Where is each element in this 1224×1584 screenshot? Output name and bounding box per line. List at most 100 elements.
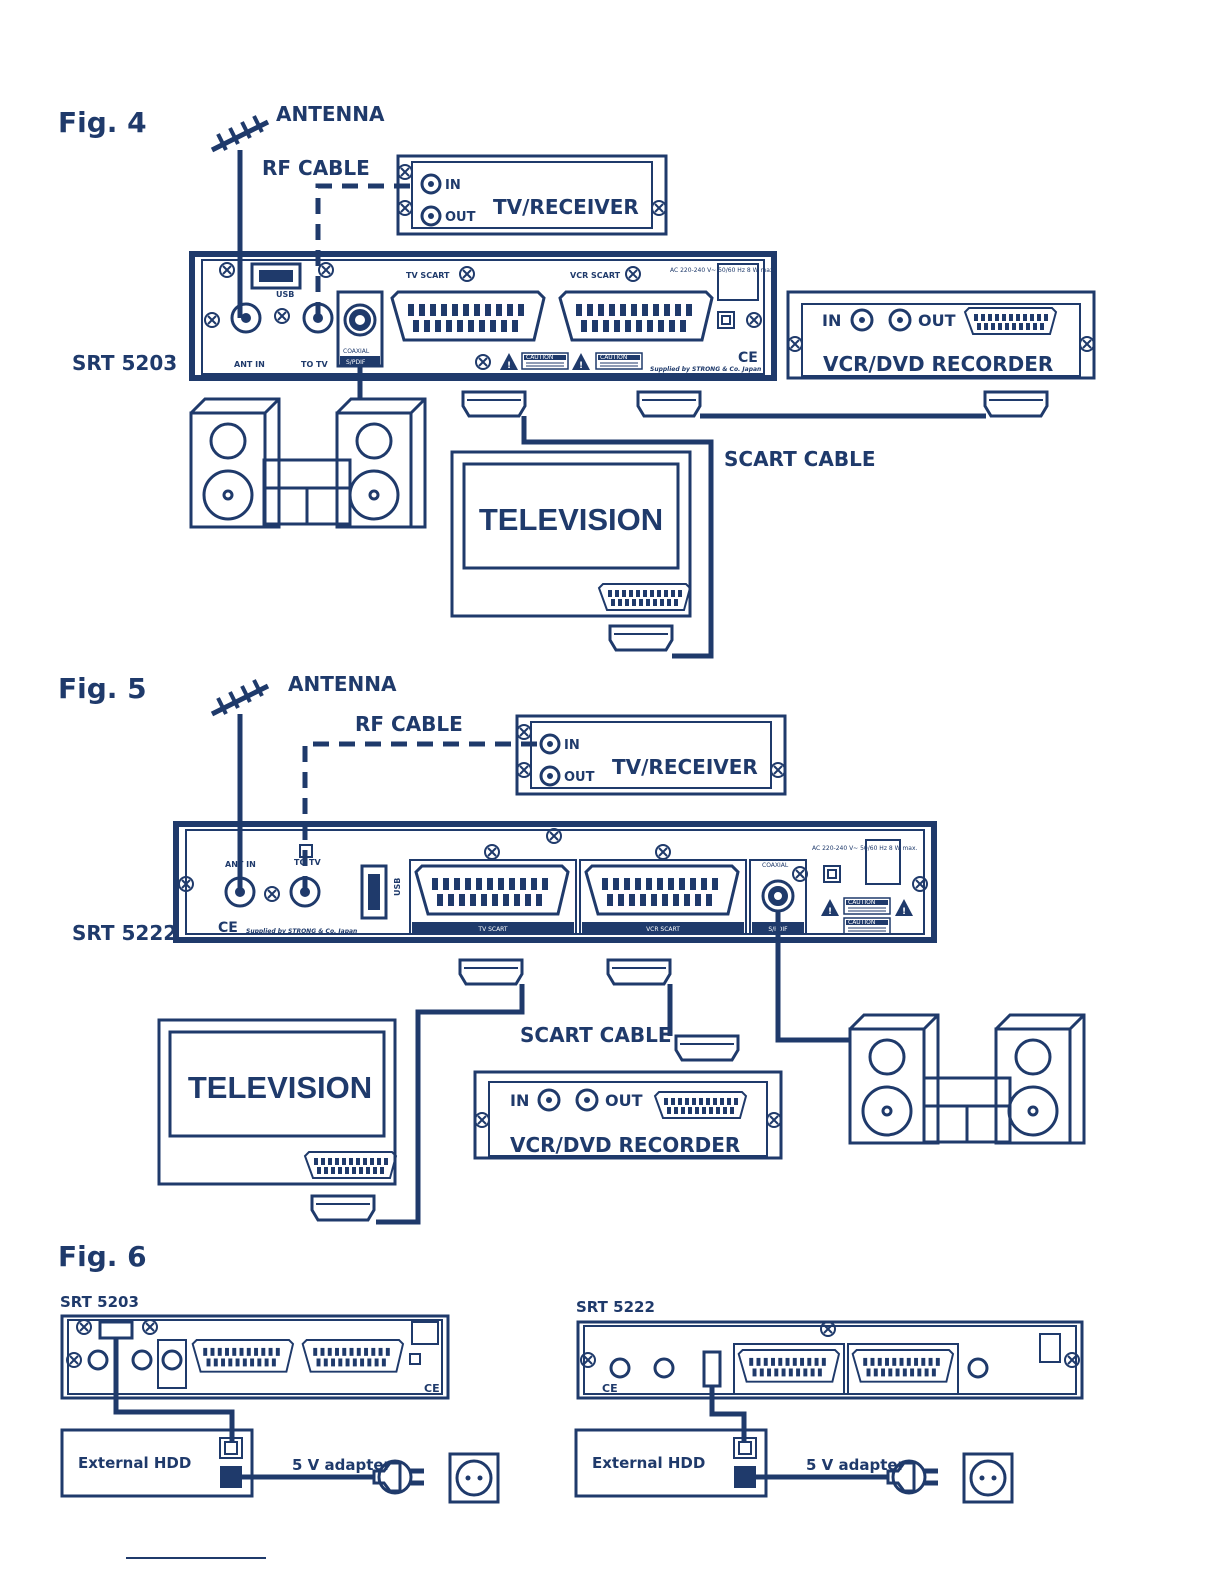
fig6-left-hdd-label: External HDD [78,1454,191,1472]
fig5-vcr-scart-port [584,864,740,916]
fig4-scart-plug-vcr-b [983,390,1049,418]
fig6-title: Fig. 6 [58,1240,147,1273]
fig4-vcr-in: IN [822,311,841,330]
fig5-usb-label: USB [393,878,402,896]
fig4-rf-cable [315,183,420,318]
fig5-rf-cable-label: RF CABLE [355,712,463,736]
fig5-hifi-system [848,1013,1086,1145]
fig4-ce-mark: CE [738,350,758,366]
fig5-vcr-scart-label: VCR SCART [646,926,680,933]
fig5-vcr-recorder: IN OUT VCR/DVD RECORDER [473,1070,783,1160]
fig4-television: TELEVISION [450,450,692,618]
fig4-title: Fig. 4 [58,106,147,139]
fig4-coaxial-label: COAXIAL [343,348,370,355]
fig5-supplied-label: Supplied by STRONG & Co. Japan [246,928,357,935]
fig4-vcr-scart [964,307,1057,335]
fig6-left-usb-cable [113,1338,235,1442]
fig5-tv-scart-label: TV SCART [477,926,508,933]
fig4-caution-2: CAUTION [600,354,627,361]
fig4-ant-in-label: ANT IN [234,360,265,369]
fig5-television: TELEVISION [157,1018,397,1186]
fig4-to-tv-label: TO TV [301,360,329,369]
fig4-scart-plug-television [608,624,674,652]
fig4-receiver-label: TV/RECEIVER [493,195,639,219]
fig4-vcr-out: OUT [918,311,956,330]
fig4-power-label: AC 220-240 V~ 50/60 Hz 8 W max. [670,267,776,274]
fig6-left-adapter-label: 5 V adapter [292,1456,392,1474]
fig5-receiver-label: TV/RECEIVER [612,755,758,779]
fig4-model-label: SRT 5203 [72,351,177,375]
figure-5: Fig. 5 ANTENNA RF CABLE SRT 5222 SCART C… [58,672,1086,1225]
figure-4: Fig. 4 ANTENNA RF CABLE SRT 5203 SCART C… [58,102,1096,659]
fig5-rf-cable [302,741,540,892]
fig5-tv-scart-port [414,864,570,916]
fig5-scart-plug-vcr [606,958,672,986]
fig4-ant-in-port [230,302,262,334]
fig5-television-label: TELEVISION [188,1070,372,1105]
fig4-vcr-recorder: IN OUT VCR/DVD RECORDER [786,290,1096,380]
fig5-caution-2: CAUTION [848,919,875,926]
fig6-right-wall-socket [962,1452,1014,1504]
fig5-scart-cable-label: SCART CABLE [520,1023,671,1047]
fig4-tv-receiver: IN OUT TV/RECEIVER [396,154,668,236]
fig5-receiver-out: OUT [564,770,595,785]
fig5-receiver-in: IN [564,738,580,753]
fig5-vcr-label: VCR/DVD RECORDER [510,1133,740,1157]
fig5-antenna-label: ANTENNA [288,672,397,696]
fig4-receiver-out: OUT [445,210,476,225]
fig4-hifi-system [189,366,427,529]
fig4-antenna-label: ANTENNA [276,102,385,126]
fig5-title: Fig. 5 [58,672,147,705]
fig4-scart-cable-label: SCART CABLE [724,447,875,471]
fig5-tv-receiver: IN OUT TV/RECEIVER [515,714,787,796]
fig6-right-hdd: External HDD [574,1428,768,1498]
fig4-rf-cable-label: RF CABLE [262,156,370,180]
fig5-ce-mark: CE [218,920,238,936]
fig5-ant-in-label: ANT IN [225,860,256,869]
fig5-scart-plug-tv [458,958,524,986]
svg-text:CE: CE [602,1382,618,1395]
fig5-scart-plug-television [310,1194,376,1222]
fig5-scart-plug-vcr-b [674,1034,740,1062]
fig5-receiver-panel: ANT IN TO TV USB TV SCART VCR SCART COAX… [173,821,937,943]
fig4-vcr-label: VCR/DVD RECORDER [823,352,1053,376]
fig5-scart-cable-tv [376,984,525,1225]
fig6-right-adapter-label: 5 V adapter [806,1456,906,1474]
fig5-caution-1: CAUTION [848,899,875,906]
fig4-vcr-scart-port [558,290,714,342]
fig5-vcr-scart [654,1091,747,1119]
fig6-left-wall-socket [448,1452,500,1504]
fig5-model-label: SRT 5222 [72,921,177,945]
fig5-vcr-in: IN [510,1091,529,1110]
fig4-usb-label: USB [276,290,294,299]
fig4-antenna-icon [212,116,268,150]
svg-text:CE: CE [424,1382,440,1395]
fig4-receiver-in: IN [445,178,461,193]
fig6-left-hdd: External HDD [60,1428,254,1498]
fig4-spdif-label: S/PDIF [346,359,366,366]
fig4-scart-plug-vcr-a [636,390,702,418]
fig5-vcr-out: OUT [605,1091,643,1110]
fig6-right-hdd-label: External HDD [592,1454,705,1472]
fig4-tv-scart-port [390,290,546,342]
fig4-scart-cable-tv [521,416,714,659]
fig6-left-receiver-panel: CE [60,1314,450,1400]
fig4-caution-1: CAUTION [526,354,553,361]
fig6-right-model: SRT 5222 [576,1298,655,1316]
fig6-left-model: SRT 5203 [60,1293,139,1311]
fig5-power-label: AC 220-240 V~ 50/60 Hz 8 W max. [812,845,918,852]
fig5-coaxial-label: COAXIAL [762,862,789,869]
fig6-right-receiver-panel: CE [576,1320,1084,1400]
fig4-receiver-panel: USB ANT IN TO TV COAXIAL S/PDIF TV SCART… [189,251,777,381]
fig4-vcr-scart-label: VCR SCART [570,271,621,280]
fig4-television-label: TELEVISION [479,502,663,537]
figure-6: Fig. 6 SRT 5203 CE External HDD 5 V adap… [58,1240,1084,1504]
fig4-tv-scart-label: TV SCART [406,271,450,280]
fig6-right-usb-cable [709,1386,747,1442]
fig4-scart-plug-tv [461,390,527,418]
fig5-to-tv-label: TO TV [294,858,322,867]
fig5-antenna-icon [212,680,268,714]
fig4-supplied-label: Supplied by STRONG & Co. Japan [650,366,761,373]
fig5-audio-cable [775,911,850,1043]
